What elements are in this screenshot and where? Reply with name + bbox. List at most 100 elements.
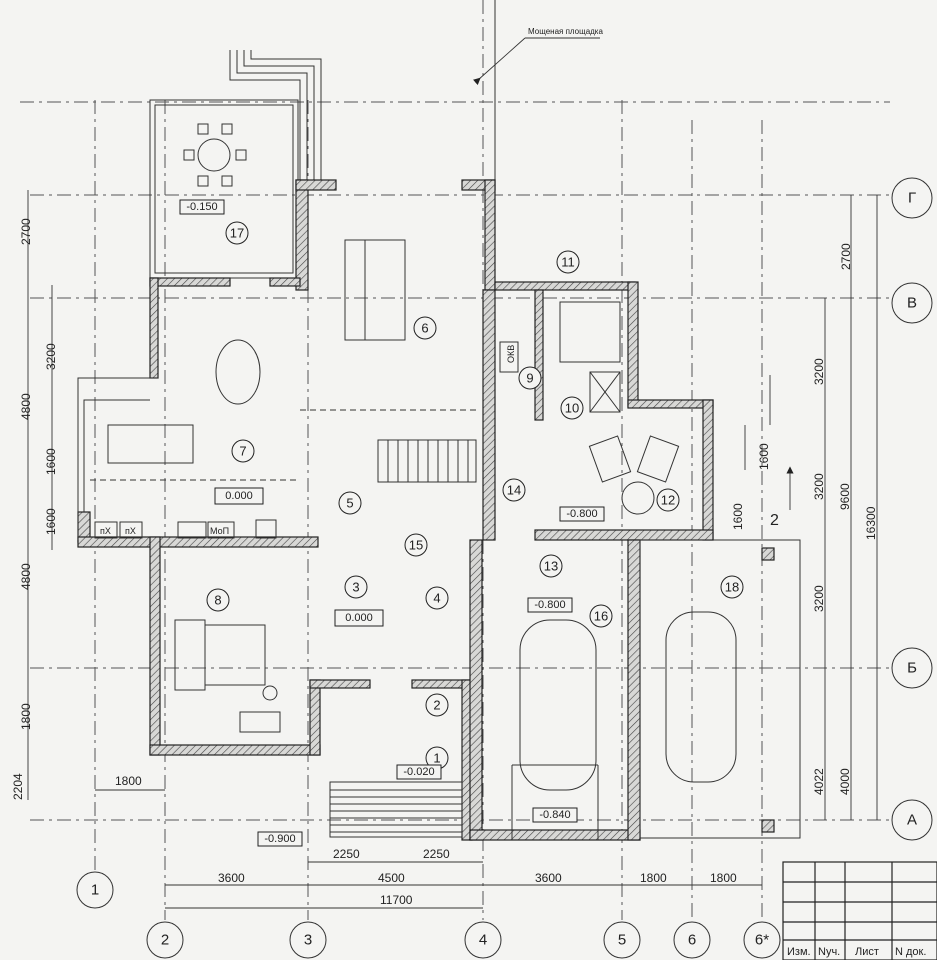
room-number-5: 5	[346, 496, 353, 511]
boiler-label: ОКВ	[506, 345, 516, 363]
dim-bottom-1800b: 1800	[640, 871, 667, 885]
dim-left-2700: 2700	[19, 218, 33, 245]
room-marker-circle	[344, 575, 368, 599]
dim-right-3200c: 3200	[812, 585, 826, 612]
dim-right-3200a: 3200	[812, 358, 826, 385]
level-garage-hall: -0.800	[534, 599, 565, 611]
axis-G: Г	[908, 190, 916, 207]
stairs	[329, 301, 621, 838]
dim-bottom-4500a: 4500	[378, 871, 405, 885]
dim-left-1600b: 1600	[44, 508, 58, 535]
dim-bottom-3600b: 3600	[535, 871, 562, 885]
dim-bottom-11700: 11700	[380, 893, 413, 907]
room-number-11: 11	[561, 255, 575, 270]
dim-bottom-1800c: 1800	[710, 871, 737, 885]
room-number-7: 7	[239, 444, 246, 459]
kitchen-sink-label-b: пХ	[125, 526, 136, 536]
room-number-16: 16	[594, 609, 608, 624]
axis-V: В	[907, 295, 917, 312]
room-marker-circle	[425, 693, 449, 717]
level-entrance: -0.020	[403, 766, 434, 778]
room-number-9: 9	[526, 371, 533, 386]
room-number-14: 14	[507, 483, 521, 498]
kitchen-sink-label-a: пХ	[100, 526, 111, 536]
dimensions-right: 2700 3200 1600 1600 3200 3200 4022 4000 …	[731, 195, 878, 820]
room-number-8: 8	[214, 593, 221, 608]
level-living: 0.000	[225, 490, 253, 502]
room-marker-circle	[225, 221, 249, 245]
dimensions-bottom: 1800 2250 4500 2250 3600 4500 3600 1800 …	[95, 774, 762, 909]
room-number-18: 18	[725, 580, 739, 595]
room-marker-circle	[425, 586, 449, 610]
room-marker-circle	[206, 588, 230, 612]
room-number-15: 15	[409, 538, 423, 553]
room-number-4: 4	[433, 591, 440, 606]
axis-A: А	[907, 812, 917, 829]
room-number-12: 12	[661, 493, 675, 508]
room-marker-circle	[231, 439, 255, 463]
dimensions-left: 2700 3200 4800 1600 1600 4800 1800 2204	[11, 190, 58, 800]
dim-right-1600a: 1600	[757, 443, 771, 470]
dim-bottom-3600a: 3600	[218, 871, 245, 885]
axis-6-star: 6*	[755, 932, 769, 949]
room-marker-circle	[539, 554, 563, 578]
axis-2: 2	[161, 932, 169, 949]
room-marker-circle	[518, 366, 542, 390]
room-marker-circle	[556, 250, 580, 274]
room-number-13: 13	[544, 559, 558, 574]
dim-right-1600b: 1600	[731, 503, 745, 530]
room-number-3: 3	[352, 580, 359, 595]
dim-right-16300: 16300	[864, 506, 878, 540]
dim-left-4800: 4800	[19, 393, 33, 420]
room-marker-circle	[502, 478, 526, 502]
dim-right-9600: 9600	[838, 483, 852, 510]
furniture: пХ пХ МоП ОКВ	[94, 239, 737, 791]
room-marker-circle	[589, 604, 613, 628]
axis-markers: 1 2 3 4 5 6 6* Г В Б А	[76, 177, 933, 959]
axis-3: 3	[304, 932, 312, 949]
dim-bottom-1800a: 1800	[115, 774, 142, 788]
dishwasher-label: МоП	[210, 526, 229, 536]
room-number-17: 17	[230, 226, 244, 241]
room-marker-circle	[560, 396, 584, 420]
outlines	[77, 377, 801, 840]
tb-header-list: Лист	[855, 946, 879, 958]
room-marker-circle	[338, 491, 362, 515]
axis-6: 6	[688, 932, 696, 949]
terrace	[149, 99, 299, 279]
axis-4: 4	[479, 932, 487, 949]
level-ground: -0.900	[264, 833, 295, 845]
tb-header-izm: Изм.	[787, 946, 811, 958]
stair-direction-mark: 2	[770, 512, 779, 529]
axis-B: Б	[907, 660, 917, 677]
dim-bottom-2250a: 2250	[333, 847, 360, 861]
room-number-1: 1	[433, 751, 440, 766]
tb-header-nuch: Nуч.	[818, 946, 840, 958]
room-marker-circle	[656, 488, 680, 512]
paved-area-label: Мощеная площадка	[528, 27, 603, 36]
axis-5: 5	[618, 932, 626, 949]
level-hall: 0.000	[345, 612, 373, 624]
room-marker-circle	[404, 533, 428, 557]
level-marks: -0.150 0.000 0.000 -0.020 -0.800 -0.800 …	[179, 199, 605, 847]
dim-left-2204: 2204	[11, 773, 25, 800]
room-number-10: 10	[565, 401, 579, 416]
title-block: Изм. Nуч. Лист N док.	[782, 861, 937, 960]
dim-left-1600a: 1600	[44, 448, 58, 475]
dim-left-4800b: 4800	[19, 563, 33, 590]
dim-bottom-2250b: 2250	[423, 847, 450, 861]
dim-left-3200: 3200	[44, 343, 58, 370]
dim-left-1800: 1800	[19, 703, 33, 730]
room-number-6: 6	[421, 321, 428, 336]
room-number-2: 2	[433, 698, 440, 713]
tb-header-ndok: N док.	[895, 946, 926, 958]
level-sauna: -0.800	[566, 508, 597, 520]
room-marker-circle	[413, 316, 437, 340]
dim-right-4022: 4022	[812, 768, 826, 795]
axis-1: 1	[91, 882, 99, 899]
dim-right-2700: 2700	[839, 243, 853, 270]
level-terrace: -0.150	[186, 201, 217, 213]
level-garage: -0.840	[539, 809, 570, 821]
